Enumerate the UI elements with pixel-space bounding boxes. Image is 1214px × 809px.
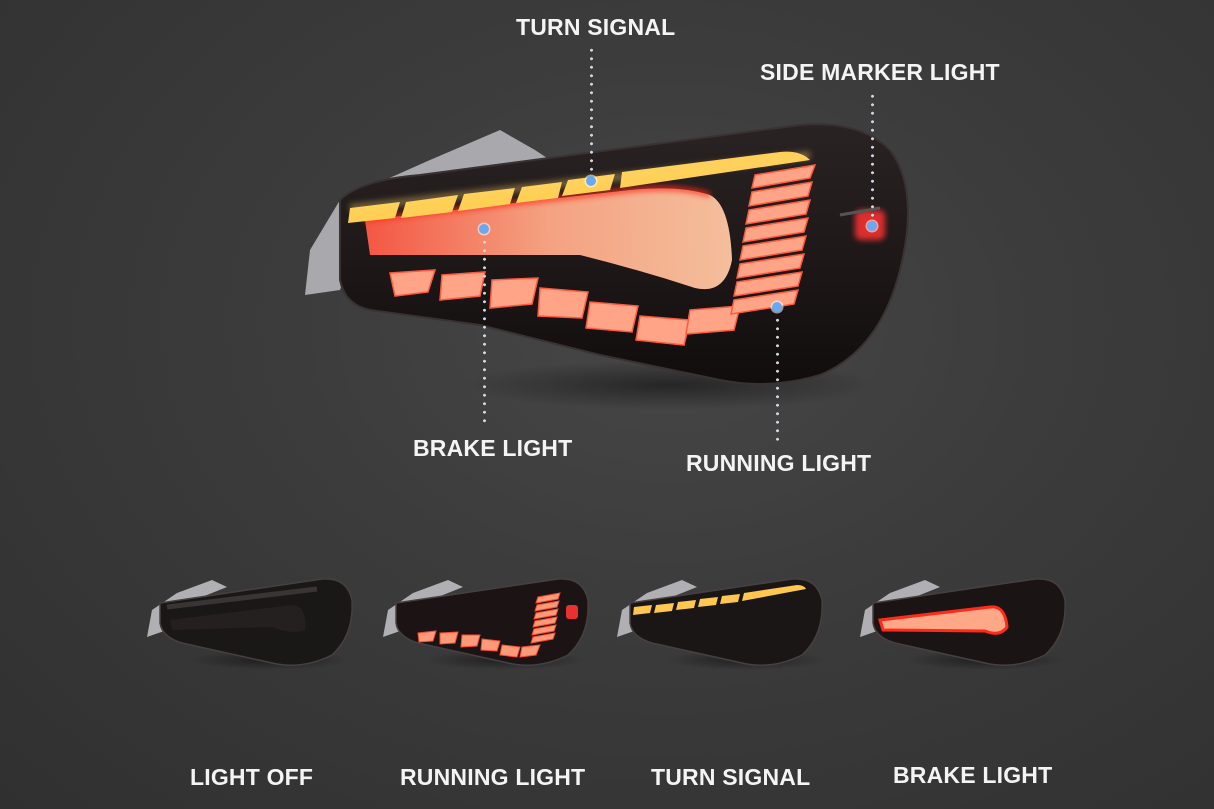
variant-light-off-label: LIGHT OFF [190,764,314,790]
callout-running-light-marker [772,302,782,312]
callout-side-marker-marker [867,221,877,231]
callout-brake-light-label: BRAKE LIGHT [413,435,573,461]
callout-running-light-label: RUNNING LIGHT [686,450,872,476]
callout-side-marker-label: SIDE MARKER LIGHT [760,59,1000,85]
variant-brake-light-label: BRAKE LIGHT [893,762,1053,788]
variant-turn-signal-label: TURN SIGNAL [651,764,811,790]
variant-light-off-lamp [147,578,353,666]
callout-brake-light-line [483,238,486,426]
variant-brake-light-lamp [860,578,1066,666]
callout-turn-signal-line [590,46,593,174]
callout-side-marker-line [871,92,874,219]
variant-running-light-lamp [383,578,589,666]
variant-running-light-label: RUNNING LIGHT [400,764,586,790]
callout-running-light-line [776,316,779,444]
callout-turn-signal-label: TURN SIGNAL [516,14,676,40]
hero-tail-light [305,123,909,385]
callout-brake-light-marker [479,224,489,234]
callout-turn-signal-marker [586,176,596,186]
variant-turn-signal-lamp [617,578,823,666]
